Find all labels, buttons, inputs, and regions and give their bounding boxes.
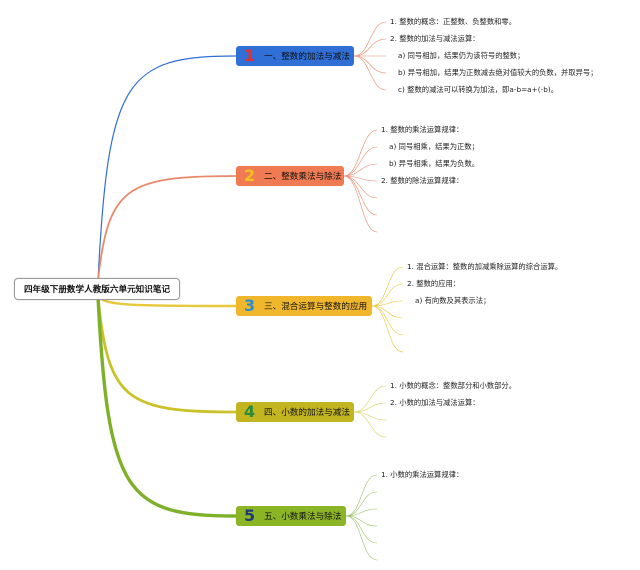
branch-title-3: 三、混合运算与整数的应用 (264, 302, 368, 312)
note-1-3: a) 同号相加，结果仍为该符号的整数； (398, 51, 525, 60)
leaf-connector-5-3 (345, 508, 378, 517)
branch-topic-1[interactable]: 1 一、整数的加法与减法 (236, 46, 354, 66)
leaf-connector-5-6 (345, 515, 378, 561)
note-3-1: 1. 混合运算：整数的加减乘除运算的综合运算。 (407, 262, 563, 271)
branch-title-2: 二、整数乘法与除法 (264, 172, 342, 182)
leaf-connector-3-2 (371, 283, 404, 307)
leaf-connector-1-1 (353, 21, 387, 57)
branch-number-3: 3 (244, 296, 256, 315)
leaf-connector-4-1 (353, 385, 387, 413)
root-topic-label: 四年级下册数学人教版六单元知识笔记 (23, 285, 171, 295)
note-4-1: 1. 小数的概念：整数部分和小数部分。 (390, 381, 517, 390)
leaf-connector-5-2 (345, 491, 378, 517)
leaf-connector-1-5 (353, 55, 387, 91)
note-4-2: 2. 小数的加法与减法运算： (390, 398, 480, 407)
note-2-2: a) 同号相乘，结果为正数； (389, 142, 479, 151)
leaf-connector-3-6 (371, 305, 404, 353)
branch-number-4: 4 (244, 402, 256, 421)
branch-topic-5[interactable]: 5 五、小数乘法与除法 (236, 506, 346, 526)
branch-connector-5 (96, 295, 238, 518)
note-5-1: 1. 小数的乘法运算规律： (381, 470, 464, 479)
branch-topic-3[interactable]: 3 三、混合运算与整数的应用 (236, 296, 372, 316)
leaf-connector-2-7 (343, 175, 378, 233)
branch-number-2: 2 (244, 166, 256, 185)
note-3-3: a) 有向数及其表示法； (415, 296, 491, 305)
leaf-connector-2-1 (343, 129, 378, 177)
leaf-connector-4-2 (353, 402, 387, 413)
root-topic[interactable]: 四年级下册数学人教版六单元知识笔记 (14, 278, 180, 300)
branch-topic-2[interactable]: 2 二、整数乘法与除法 (236, 166, 344, 186)
branch-number-5: 5 (244, 506, 256, 525)
leaf-connector-5-1 (345, 474, 378, 517)
leaf-connector-2-5 (343, 175, 378, 199)
branch-connector-2 (97, 175, 237, 282)
leaf-connector-3-1 (371, 266, 404, 307)
branch-connector-1 (97, 55, 237, 282)
note-2-1: 1. 整数的乘法运算规律： (381, 125, 464, 134)
note-3-2: 2. 整数的应用： (407, 279, 461, 288)
leaf-connector-2-6 (343, 175, 378, 216)
leaf-connector-2-2 (343, 146, 378, 177)
note-1-1: 1. 整数的概念：正整数、负整数和零。 (390, 17, 517, 26)
branch-topic-4[interactable]: 4 四、小数的加法与减法 (236, 402, 354, 422)
leaf-connector-4-4 (353, 411, 387, 438)
branch-title-1: 一、整数的加法与减法 (264, 52, 350, 62)
branch-number-1: 1 (244, 46, 256, 65)
leaf-connector-3-5 (371, 305, 404, 336)
leaf-connector-5-5 (345, 515, 378, 544)
branch-connector-4 (96, 295, 238, 414)
note-1-5: c) 整数的减法可以转换为加法，即a-b=a+(-b)。 (398, 85, 559, 94)
note-1-4: b) 异号相加，结果为正数减去绝对值较大的负数，并取异号； (398, 68, 598, 77)
leaf-connector-1-2 (353, 38, 387, 57)
leaf-connector-1-4 (353, 55, 387, 74)
note-2-4: 2. 整数的除法运算规律： (381, 176, 464, 185)
branch-title-5: 五、小数乘法与除法 (264, 512, 342, 522)
leaf-connector-3-3 (371, 300, 404, 307)
branch-title-4: 四、小数的加法与减法 (264, 408, 350, 418)
note-2-3: b) 异号相乘，结果为负数。 (389, 159, 480, 168)
note-1-2: 2. 整数的加法与减法运算： (390, 34, 480, 43)
leaf-connector-2-3 (343, 163, 378, 177)
